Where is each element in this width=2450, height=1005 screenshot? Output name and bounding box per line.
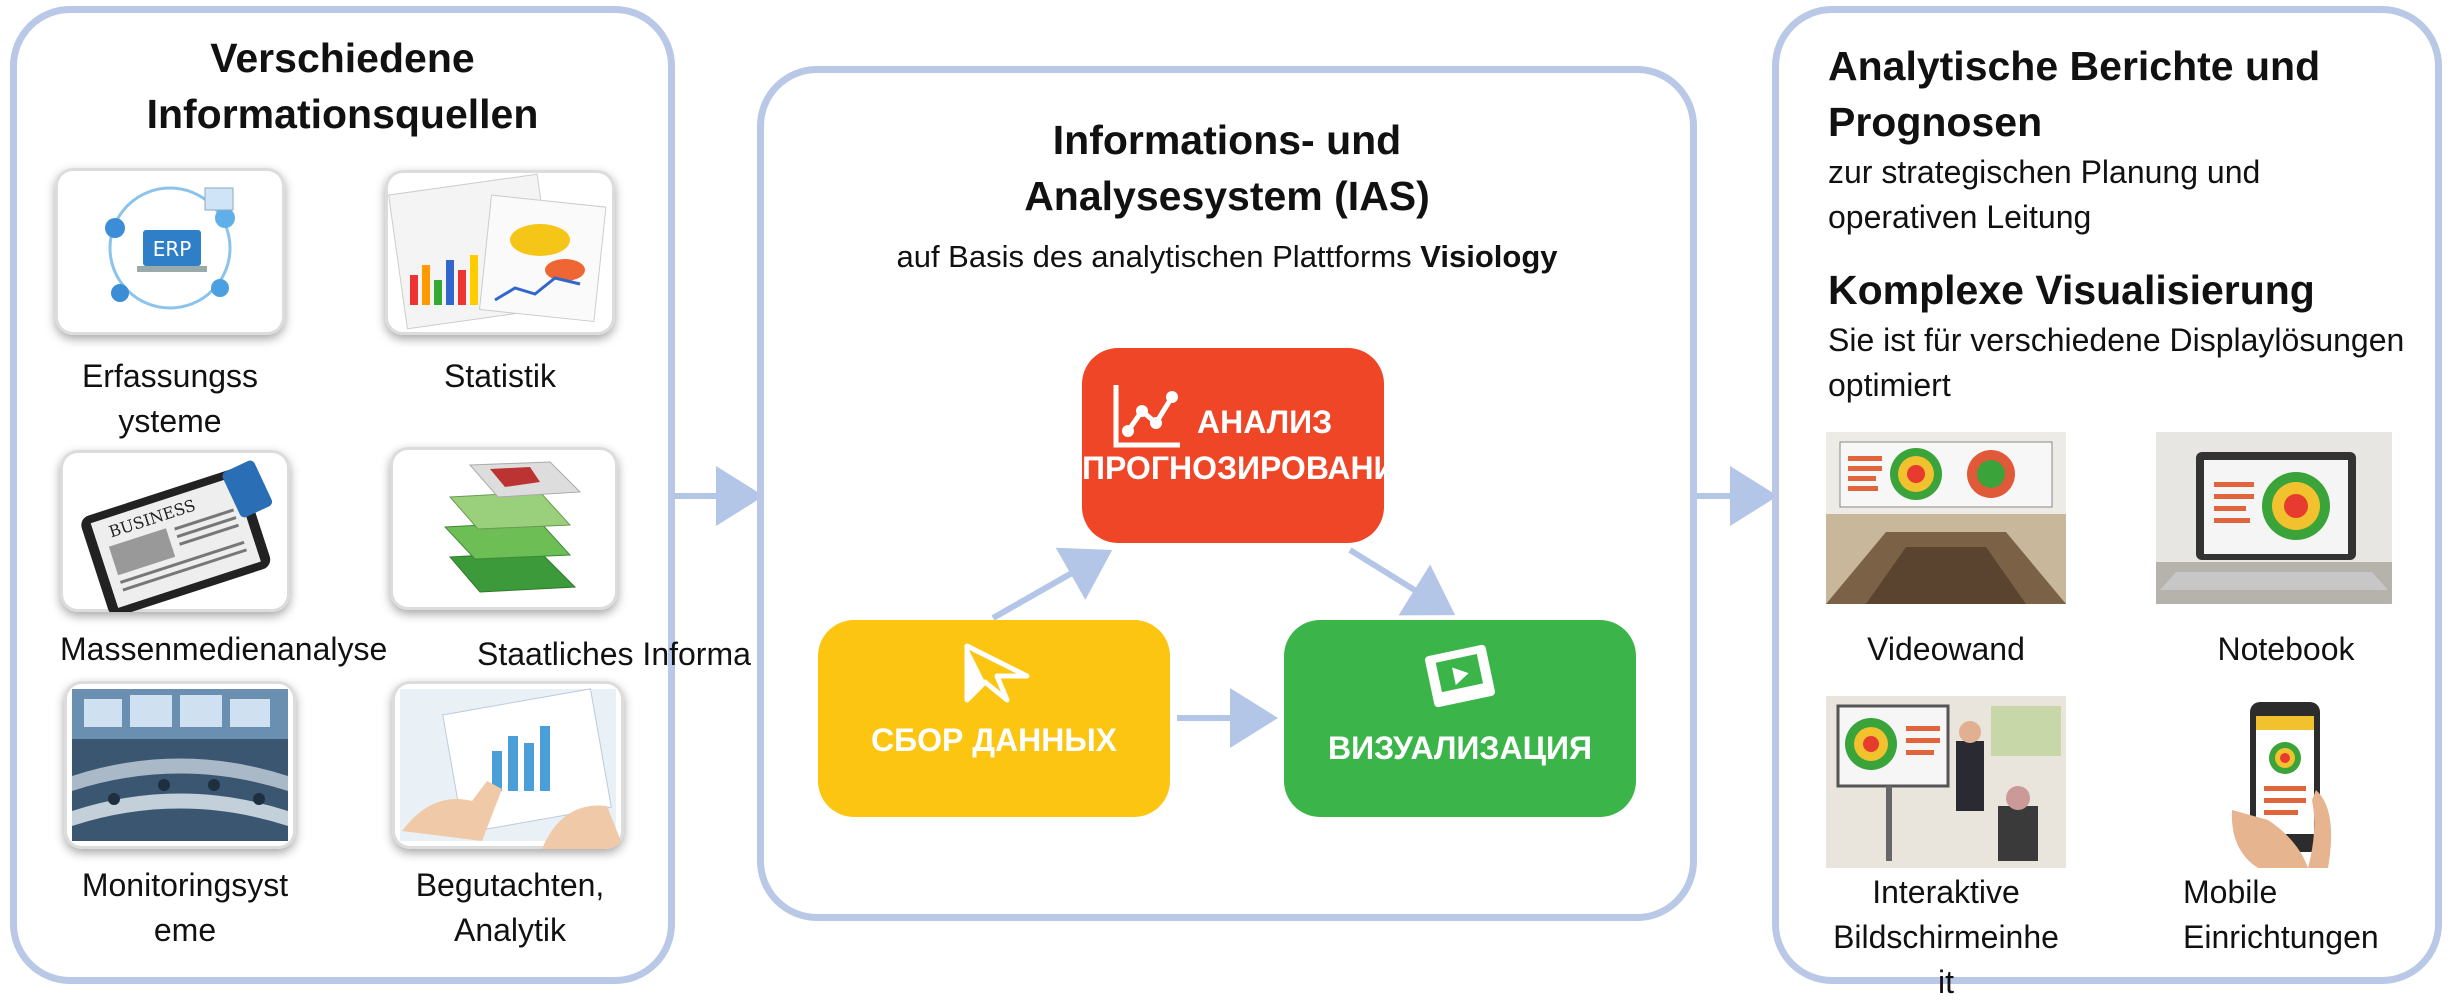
collect-box: СБОР ДАННЫХ: [818, 620, 1170, 817]
visiology-brand: Visiology: [1420, 239, 1558, 274]
label-interaktive-bildschirmeinheit: Interaktive Bildschirmeinhe it: [1833, 874, 2059, 1000]
visual-box: ВИЗУАЛИЗАЦИЯ: [1284, 620, 1636, 817]
ias-subtitle: auf Basis des analytischen Plattforms Vi…: [757, 236, 1697, 278]
visual-label: ВИЗУАЛИЗАЦИЯ: [1328, 730, 1592, 766]
label-begutachten-analytik: Begutachten, Analytik: [415, 867, 605, 948]
label-notebook: Notebook: [2217, 631, 2355, 667]
analytics-report-icon: [392, 681, 624, 849]
reports-heading: Analytische Berichte und Prognosen: [1828, 43, 2321, 145]
sources-title: Verschiedene Informationsquellen: [146, 35, 539, 137]
label-videowand: Videowand: [1867, 631, 2025, 667]
notebook-icon: [2156, 432, 2392, 604]
chart-line-icon: [1113, 385, 1180, 448]
label-staatliches-informa: Staatliches Informa: [477, 636, 751, 672]
cursor-arrow-icon: [964, 643, 1030, 703]
arrow-collect-to-analysis: [991, 547, 1113, 621]
analysis-line1: АНАЛИЗ: [1197, 404, 1333, 440]
arrow-analysis-to-visual: [1348, 547, 1456, 616]
visualization-text: Sie ist für verschiedene Displaylösungen…: [1828, 322, 2405, 403]
label-mobile-einrichtungen: Mobile Einrichtungen: [2183, 874, 2379, 955]
mobile-phone-icon: [2228, 700, 2338, 870]
label-erfassungssysteme: Erfassungss ysteme: [81, 358, 259, 439]
label-massenmedienanalyse: Massenmedienanalyse: [60, 631, 388, 667]
analysis-box: АНАЛИЗ ПРОГНОЗИРОВАНИЕ: [1082, 348, 1418, 543]
ias-title: Informations- und Analysesystem (IAS): [1024, 117, 1430, 219]
statistics-icon: [385, 170, 615, 335]
video-card-icon: [1425, 644, 1495, 708]
label-monitoringsysteme: Monitoringsyst eme: [81, 867, 289, 948]
analysis-line2: ПРОГНОЗИРОВАНИЕ: [1082, 450, 1418, 486]
interactive-screen-icon: [1826, 696, 2066, 868]
label-statistik: Statistik: [443, 358, 557, 394]
collect-label: СБОР ДАННЫХ: [870, 722, 1118, 758]
erp-systems-icon: ERP: [55, 168, 285, 335]
visualization-heading: Komplexe Visualisierung: [1828, 267, 2315, 313]
ias-subtitle-text: auf Basis des analytischen Plattforms: [896, 239, 1421, 274]
svg-text:ERP: ERP: [153, 237, 192, 261]
video-wall-icon: [1826, 432, 2066, 604]
tablet-news-icon: BUSINESS: [60, 450, 290, 612]
control-room-icon: [64, 681, 296, 849]
map-layers-icon: [390, 447, 618, 610]
reports-text: zur strategischen Planung und operativen…: [1828, 154, 2261, 235]
